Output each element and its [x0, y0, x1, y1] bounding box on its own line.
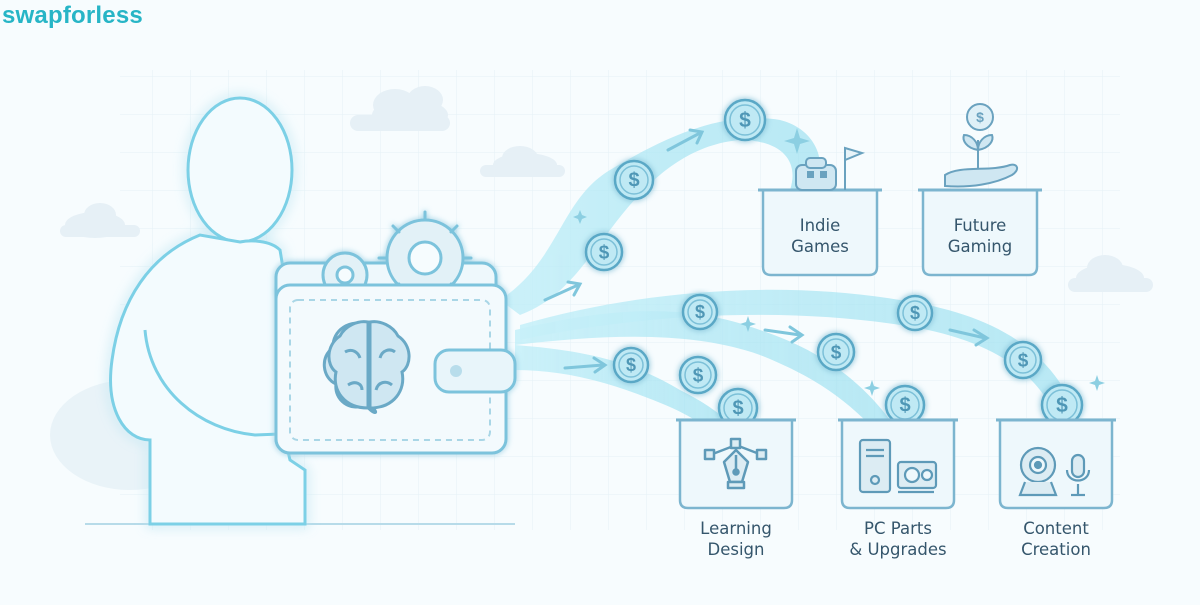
person-icon [109, 96, 331, 526]
cloud-icon [350, 86, 450, 131]
coin-symbol: $ [831, 342, 842, 363]
learning-design-label: Learning Design [656, 518, 816, 560]
cloud-decorations [60, 86, 1153, 292]
coin-icon: $ [584, 232, 624, 272]
future-gaming-label: Future Gaming [900, 215, 1060, 257]
label-line: & Upgrades [849, 540, 947, 559]
cloud-icon [60, 203, 140, 238]
coin-symbol: $ [693, 365, 704, 386]
coin-icon: $ [1003, 340, 1043, 380]
pc-tower-gpu-icon [858, 438, 938, 494]
label-line: Content [1023, 519, 1089, 538]
brain-icon [322, 320, 411, 414]
sparkle-icon [864, 380, 880, 396]
coin-icon: $ [816, 332, 856, 372]
stream-to-indie-games [500, 118, 820, 315]
arrow-icon [763, 325, 805, 344]
arrow-icon [666, 128, 705, 152]
wallet-icon [274, 210, 517, 455]
arrow-icon [563, 356, 608, 374]
arrow-icon [948, 328, 990, 347]
sparkle-icon [784, 128, 810, 154]
sparkle-icon [1089, 375, 1105, 391]
content-creation-box [996, 418, 1116, 510]
coin-icon: $ [613, 159, 655, 201]
label-line: Learning [700, 519, 772, 538]
indie-games-box [758, 146, 882, 277]
indie-games-label: Indie Games [740, 215, 900, 257]
coin-symbol: $ [899, 395, 910, 417]
coin-icon: $ [884, 384, 926, 426]
label-line: Gaming [947, 237, 1013, 256]
coin-symbol: $ [1056, 394, 1068, 417]
coin-symbol: $ [976, 109, 984, 125]
coin-symbol: $ [628, 170, 639, 192]
coin-symbol: $ [1018, 350, 1029, 371]
content-creation-label: Content Creation [976, 518, 1136, 560]
sparkle-icon [573, 210, 587, 224]
pc-parts-box [838, 418, 958, 510]
cloud-icon [1068, 255, 1153, 292]
coin-symbol: $ [739, 109, 751, 132]
label-line: Design [707, 540, 765, 559]
coin-icon: $ [612, 346, 650, 384]
coin-symbol: $ [695, 302, 705, 322]
coin-symbol: $ [732, 398, 743, 420]
coin-icon: $ [723, 98, 767, 142]
coin-symbol: $ [910, 303, 920, 323]
coin-icon: $ [717, 387, 759, 429]
coin-symbol: $ [626, 355, 636, 375]
arrow-icon [543, 280, 583, 302]
pen-tool-icon [703, 437, 768, 490]
coin-icon: $ [1040, 383, 1084, 427]
coin-symbol: $ [599, 242, 610, 263]
pixel-creature-flag-icon [795, 146, 866, 191]
label-line: Games [791, 237, 849, 256]
hand-sprouting-coin-icon: $ [944, 103, 1018, 188]
stream-to-content-creation [520, 289, 1070, 405]
sparkles [573, 128, 1105, 396]
label-line: Future [953, 216, 1007, 235]
coin-icon: $ [681, 293, 719, 331]
future-gaming-box: $ [918, 103, 1042, 277]
coin-icon: $ [896, 294, 934, 332]
label-line: PC Parts [864, 519, 932, 538]
pc-parts-label: PC Parts & Upgrades [818, 518, 978, 560]
coins-layer: $ $ $ $ $ $ $ $ $ $ $ $ [584, 98, 1084, 429]
brand-logo-text: swapforless [2, 2, 143, 29]
sparkle-icon [740, 316, 756, 332]
label-line: Indie [799, 216, 841, 235]
learning-design-box [676, 418, 796, 510]
cloud-icon [480, 146, 565, 177]
coin-icon: $ [678, 355, 718, 395]
label-line: Creation [1021, 540, 1091, 559]
webcam-microphone-icon [1018, 446, 1091, 497]
flow-arrows [543, 128, 990, 374]
